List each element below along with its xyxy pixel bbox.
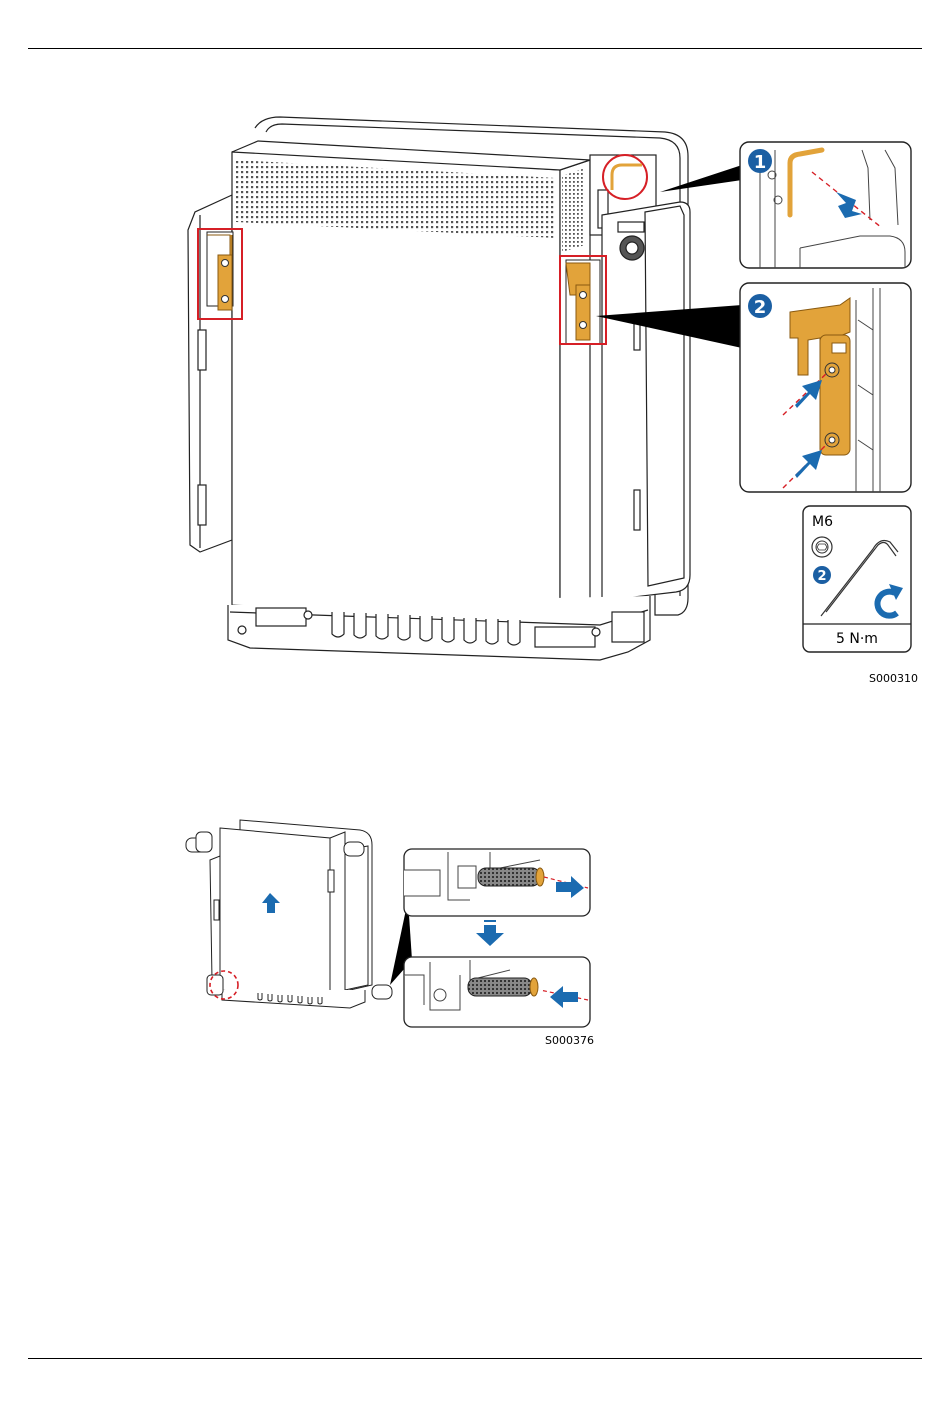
torque-value: 5 N·m [836,631,878,647]
handle-grip [478,868,540,886]
figure-1: 1 2 M6 [0,0,950,700]
figure-2: S000376 [0,800,950,1060]
step-1-number: 1 [754,152,767,173]
torque-spec-box: M6 2 5 N·m [803,506,911,652]
screw-head-icon [812,537,832,557]
step-ref-number: 2 [817,569,826,584]
right-bracket [560,256,606,344]
figure-1-code: S000310 [869,672,918,685]
device-illustration [188,117,690,660]
handle-install-detail [404,957,590,1027]
device-lift-illustration [186,820,392,1008]
figure-2-code: S000376 [545,1034,594,1047]
handle-remove-detail [404,849,590,916]
down-arrow-icon [476,925,504,946]
footer-rule [28,1358,922,1359]
bolt-size-label: M6 [812,514,833,530]
step-2-number: 2 [754,297,767,318]
callout-1-detail: 1 [740,142,911,268]
callout-2-detail: 2 [740,283,911,492]
